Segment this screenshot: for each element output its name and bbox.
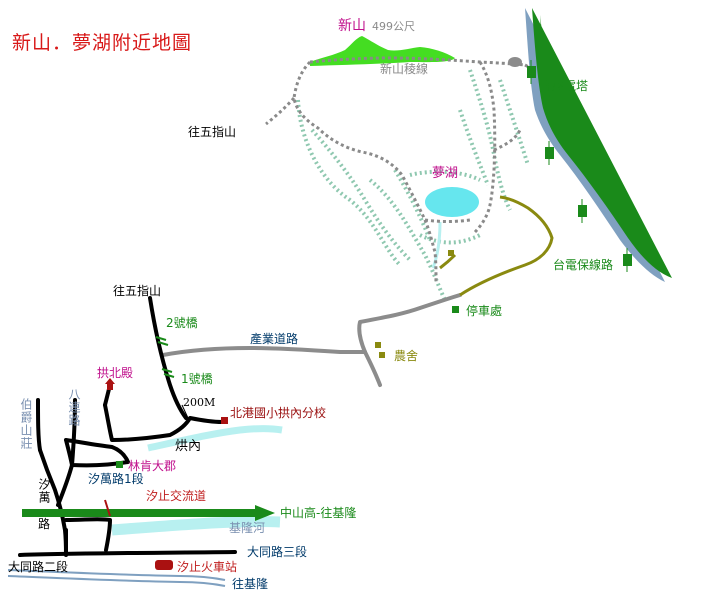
to-wuzhishan-label: 往五指山	[113, 284, 162, 298]
forest-west	[296, 99, 402, 267]
rail-bottom-2	[7, 575, 226, 587]
trail-lake-west	[424, 218, 471, 223]
trail-to-wuzhishan	[265, 96, 296, 126]
keelung-river-label: 基隆河	[229, 521, 266, 535]
interchange-link	[104, 499, 111, 517]
road-to-wuzhishan	[148, 296, 188, 420]
olive-branch	[439, 253, 457, 270]
gongnei-river	[147, 425, 283, 452]
menghu-label: 夢湖	[432, 166, 459, 181]
parking-marker	[452, 306, 459, 313]
datong-rd3-label: 大同路三段	[247, 545, 308, 559]
gray-oval	[508, 57, 522, 67]
ridge-trail	[309, 56, 526, 67]
stream-lake	[431, 221, 442, 269]
xinshan-label: 新山	[338, 18, 366, 34]
road-bojue	[36, 398, 42, 452]
forest-east-2	[498, 79, 530, 166]
industry-road	[161, 346, 367, 357]
xiwan-vertical-label-1: 汐萬	[37, 478, 51, 504]
tower-lines	[530, 60, 628, 272]
linchen-label: 林肯大郡	[128, 459, 177, 473]
bojue-road-label: 伯爵山莊	[19, 398, 33, 450]
xizhi-interchange-label: 汐止交流道	[146, 489, 207, 503]
road-balian	[70, 398, 77, 467]
industry-road-branch	[363, 350, 382, 387]
rail-bottom-1	[7, 569, 226, 581]
rivers	[111, 221, 442, 536]
rail-line-2	[532, 8, 672, 278]
forest-lake-s	[419, 233, 481, 245]
xizhi-station-label: 汐止火車站	[177, 560, 238, 574]
xinshan-ridge-label: 新山稜線	[380, 62, 429, 76]
rail-line-3	[540, 15, 550, 100]
forest-west-2	[310, 128, 412, 262]
xizhi-station-mark	[155, 560, 173, 570]
trail-east	[473, 61, 497, 234]
forest-areas	[296, 69, 530, 301]
farmhouse-marker-1	[375, 342, 381, 348]
datong-road	[18, 550, 237, 557]
taipower-road-label: 台電保線路	[553, 258, 614, 272]
road-down	[56, 463, 74, 507]
trails	[265, 56, 550, 283]
trail-west	[292, 60, 438, 283]
gongnei-label: 烘內	[175, 439, 202, 454]
balian-road-label: 八連路	[67, 388, 81, 427]
bridge2-label: 2號橋	[166, 316, 198, 330]
rail-lines	[525, 8, 672, 282]
xiwan-vertical-label-2: 路	[38, 517, 51, 531]
keelung-river	[111, 516, 281, 536]
road-xiwan	[64, 438, 130, 468]
school-marker	[221, 417, 228, 424]
xinshan-height-label: 499公尺	[372, 20, 415, 33]
forest-east-3	[458, 109, 490, 186]
bridge1-mark	[161, 368, 175, 378]
taipower-road-line	[459, 195, 554, 297]
farmhouse-label: 農舍	[394, 349, 419, 363]
menghu-lake-shape	[425, 187, 479, 217]
to-wuzhishan-top-label: 往五指山	[188, 125, 237, 139]
map-title: 新山．夢湖附近地圖	[12, 32, 193, 54]
highway-arrow	[255, 505, 275, 521]
to-keelung-label: 往基隆	[232, 577, 269, 591]
railway-bottom	[7, 569, 226, 587]
gray-roads	[161, 293, 462, 387]
industry-road-label: 產業道路	[250, 332, 299, 346]
parking-label: 停車處	[466, 304, 503, 318]
zhongshan-hwy-label: 中山高-往基隆	[280, 506, 357, 520]
high-voltage-tower-label: 高壓電塔	[540, 79, 589, 93]
datong-rd2-label: 大同路二段	[8, 560, 69, 574]
olive-marker	[448, 250, 454, 256]
forest-lake-n	[409, 169, 481, 182]
main-roads	[18, 296, 237, 557]
gongbei-label: 拱北殿	[97, 366, 134, 380]
xiwan-rd1-label: 汐萬路1段	[88, 472, 144, 486]
road-gongnei	[103, 403, 224, 442]
trail-east-branch	[493, 129, 522, 152]
industry-road-2	[357, 293, 462, 354]
farmhouse-marker-2	[379, 352, 385, 358]
distance-marker	[181, 404, 189, 419]
forest-east	[468, 69, 512, 211]
road-interchange-loop	[64, 517, 112, 552]
bridge1-label: 1號橋	[181, 372, 213, 386]
linchen-marker	[116, 461, 123, 468]
school-label: 北港國小拱內分校	[230, 406, 327, 420]
bridges	[155, 336, 175, 378]
forest-center	[368, 178, 447, 301]
forest-center-2	[393, 168, 432, 241]
distance-label: 200M	[183, 396, 216, 409]
gongbei-temple-icon	[105, 378, 115, 390]
bridge2-mark	[155, 336, 169, 346]
